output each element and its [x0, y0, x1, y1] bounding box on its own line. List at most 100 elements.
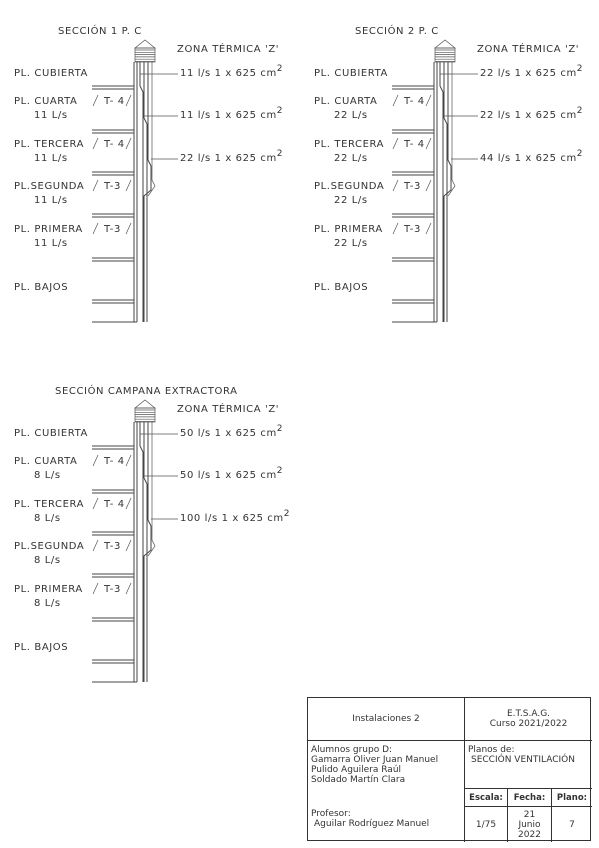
- duct-label: 22 l/s 1 x 625 cm2: [180, 149, 283, 164]
- superscript: 2: [277, 424, 283, 434]
- tramo-label: T- 4: [403, 139, 425, 150]
- floor-label: PL.SEGUNDA: [14, 181, 84, 192]
- duct-label: 50 l/s 1 x 625 cm2: [180, 466, 283, 481]
- duct-riser-1: [139, 62, 144, 322]
- tramo-label: T- 4: [103, 139, 125, 150]
- floor-label: PL. PRIMERA: [14, 584, 83, 595]
- tramo-label: T-3: [103, 181, 121, 192]
- floor-label: PL. CUARTA: [14, 456, 78, 467]
- tramo-label: T- 4: [103, 456, 125, 467]
- section-title: SECCIÓN 1 P. C: [58, 24, 142, 37]
- tramo-slash: [92, 497, 99, 510]
- plan-label-cell: Plano:: [552, 789, 592, 807]
- tramo-slash: [125, 497, 132, 510]
- duct-riser-2: [143, 422, 148, 682]
- scale-value-cell: 1/75: [465, 807, 508, 842]
- tramo-label: T-3: [403, 181, 421, 192]
- floor-label: PL. CUBIERTA: [314, 68, 388, 79]
- tramo-slash: [92, 179, 99, 192]
- scale-label: Escala:: [469, 792, 503, 803]
- people-cell: Alumnos grupo D: Gamarra Oliver Juan Man…: [308, 741, 465, 842]
- floor-label: PL. TERCERA: [14, 139, 84, 150]
- floor-flow: 11 L/s: [34, 195, 68, 206]
- floor-flow: 22 L/s: [334, 195, 368, 206]
- plan-label: Plano:: [556, 792, 588, 803]
- duct-riser-4: [447, 62, 456, 197]
- vent-cap-icon: [134, 39, 156, 63]
- vent-cap-body: [134, 407, 156, 423]
- professor-label: Profesor:: [311, 809, 351, 819]
- tramo-slash: [425, 137, 432, 150]
- duct-riser-3: [143, 62, 152, 322]
- floor-flow: 8 L/s: [34, 470, 61, 481]
- duct-riser-1: [439, 62, 444, 322]
- tramo-label: T- 4: [103, 96, 125, 107]
- tramo-slash: [125, 539, 132, 552]
- floor-label: PL. BAJOS: [314, 282, 368, 293]
- tramo-label: T-3: [403, 224, 421, 235]
- duct-label: 22 l/s 1 x 625 cm2: [480, 106, 583, 121]
- tramo-label: T-3: [103, 584, 121, 595]
- floor-label: PL. PRIMERA: [314, 224, 383, 235]
- section-title: SECCIÓN 2 P. C: [355, 24, 439, 37]
- vent-cap-roof: [134, 39, 156, 49]
- zone-label: ZONA TÉRMICA 'Z': [177, 42, 279, 55]
- floor-label: PL. BAJOS: [14, 282, 68, 293]
- floor-label: PL. TERCERA: [314, 139, 384, 150]
- plan-value-cell: 7: [552, 807, 592, 842]
- duct-riser-1: [139, 422, 144, 682]
- floor-label: PL. CUARTA: [14, 96, 78, 107]
- superscript: 2: [277, 106, 283, 116]
- tramo-slash: [392, 137, 399, 150]
- floor-label: PL.SEGUNDA: [314, 181, 384, 192]
- tramo-slash: [92, 94, 99, 107]
- tramo-slash: [125, 222, 132, 235]
- tramo-slash: [92, 582, 99, 595]
- floor-flow: 8 L/s: [34, 513, 61, 524]
- tramo-slash: [125, 137, 132, 150]
- superscript: 2: [577, 149, 583, 159]
- students-label: Alumnos grupo D:: [311, 745, 393, 755]
- duct-label: 11 l/s 1 x 625 cm2: [180, 106, 283, 121]
- student-name: Gamarra Oliver Juan Manuel: [311, 755, 439, 765]
- duct-riser-3: [143, 422, 152, 682]
- superscript: 2: [577, 64, 583, 74]
- date-value-cell: 21 Junio 2022: [508, 807, 552, 842]
- tramo-slash: [425, 222, 432, 235]
- vent-cap-body: [434, 47, 456, 63]
- tramo-label: T-3: [103, 224, 121, 235]
- floor-flow: 22 L/s: [334, 153, 368, 164]
- duct-label: 11 l/s 1 x 625 cm2: [180, 64, 283, 79]
- floor-flow: 8 L/s: [34, 555, 61, 566]
- title-block: Instalaciones 2 E.T.S.A.G. Curso 2021/20…: [307, 697, 592, 842]
- plans-label: Planos de:: [468, 745, 515, 755]
- date-label-cell: Fecha:: [508, 789, 552, 807]
- tramo-label: T- 4: [403, 96, 425, 107]
- tramo-slash: [392, 179, 399, 192]
- professor-name: Aguilar Rodríguez Manuel: [314, 819, 430, 829]
- vent-cap-body: [134, 47, 156, 63]
- superscript: 2: [277, 149, 283, 159]
- floor-label: PL. CUBIERTA: [14, 428, 88, 439]
- superscript: 2: [577, 106, 583, 116]
- course: Curso 2021/2022: [489, 719, 568, 729]
- floor-label: PL. PRIMERA: [14, 224, 83, 235]
- tramo-slash: [92, 137, 99, 150]
- tramo-slash: [125, 94, 132, 107]
- floor-label: PL. BAJOS: [14, 642, 68, 653]
- floor-flow: 11 L/s: [34, 238, 68, 249]
- duct-label: 44 l/s 1 x 625 cm2: [480, 149, 583, 164]
- tramo-slash: [425, 94, 432, 107]
- subject-cell: Instalaciones 2: [308, 698, 465, 741]
- tramo-slash: [392, 94, 399, 107]
- superscript: 2: [284, 509, 290, 519]
- vent-cap-roof: [134, 399, 156, 409]
- duct-label: 22 l/s 1 x 625 cm2: [480, 64, 583, 79]
- tramo-slash: [425, 179, 432, 192]
- duct-riser-2: [143, 62, 148, 322]
- tramo-slash: [125, 179, 132, 192]
- duct-label: 50 l/s 1 x 625 cm2: [180, 424, 283, 439]
